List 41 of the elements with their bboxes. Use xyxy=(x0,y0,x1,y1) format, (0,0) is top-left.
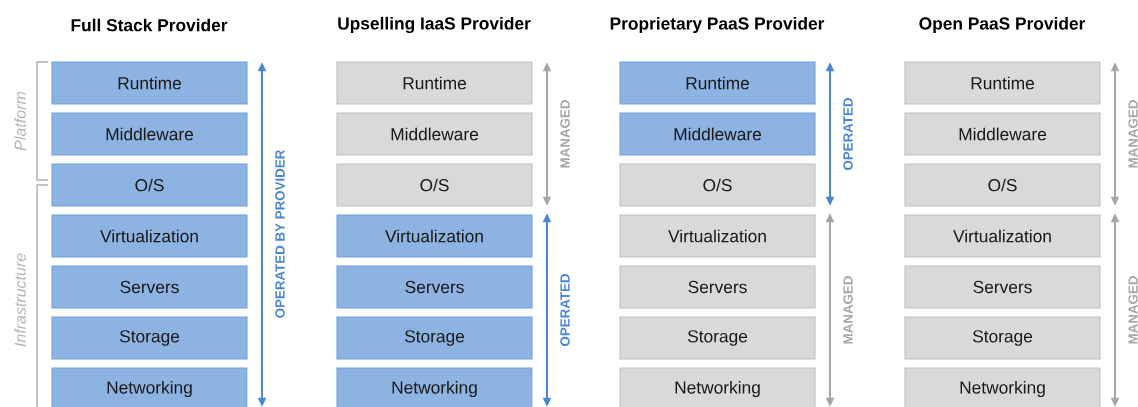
stack-layer-box: Servers xyxy=(51,265,248,309)
group-label: Infrastructure xyxy=(14,253,26,347)
stack-layer-box: Runtime xyxy=(904,61,1101,105)
column-title: Open PaaS Provider xyxy=(919,16,1086,34)
stack-layer-box: Virtualization xyxy=(336,214,533,258)
range-label: OPERATED xyxy=(560,274,570,346)
stack-layer-box: Storage xyxy=(336,316,533,360)
stack-layer-box: Middleware xyxy=(904,112,1101,156)
stack-layer-box: Networking xyxy=(619,367,816,407)
stack-layer-box: Runtime xyxy=(619,61,816,105)
range-label: MANAGED xyxy=(1128,100,1138,168)
column-title: Upselling IaaS Provider xyxy=(338,16,531,34)
stack-layer-box: Networking xyxy=(904,367,1101,407)
column-title: Full Stack Provider xyxy=(71,18,228,32)
stack-layer-box: Servers xyxy=(336,265,533,309)
stack-layer-box: O/S xyxy=(904,163,1101,207)
stack-layer-box: Servers xyxy=(904,265,1101,309)
stack-layer-box: Virtualization xyxy=(619,214,816,258)
stack-layer-box: Middleware xyxy=(51,112,248,156)
range-label: OPERATED xyxy=(843,98,853,170)
stack-layer-box: Runtime xyxy=(51,61,248,105)
range-label: MANAGED xyxy=(843,276,853,344)
range-label: MANAGED xyxy=(560,100,570,168)
stack-layer-box: O/S xyxy=(51,163,248,207)
range-label: OPERATED BY PROVIDER xyxy=(275,149,285,318)
stack-layer-box: Storage xyxy=(51,316,248,360)
stack-layer-box: Runtime xyxy=(336,61,533,105)
stack-layer-box: Virtualization xyxy=(51,214,248,258)
stack-layer-box: Networking xyxy=(51,367,248,407)
range-label: MANAGED xyxy=(1128,276,1138,344)
stack-layer-box: Storage xyxy=(904,316,1101,360)
stack-layer-box: O/S xyxy=(336,163,533,207)
stack-layer-box: Networking xyxy=(336,367,533,407)
stack-layer-box: Servers xyxy=(619,265,816,309)
column-title: Proprietary PaaS Provider xyxy=(610,16,825,34)
group-label: Platform xyxy=(14,91,26,151)
stack-layer-box: Middleware xyxy=(336,112,533,156)
stack-layer-box: O/S xyxy=(619,163,816,207)
stack-layer-box: Virtualization xyxy=(904,214,1101,258)
stack-layer-box: Middleware xyxy=(619,112,816,156)
stack-layer-box: Storage xyxy=(619,316,816,360)
